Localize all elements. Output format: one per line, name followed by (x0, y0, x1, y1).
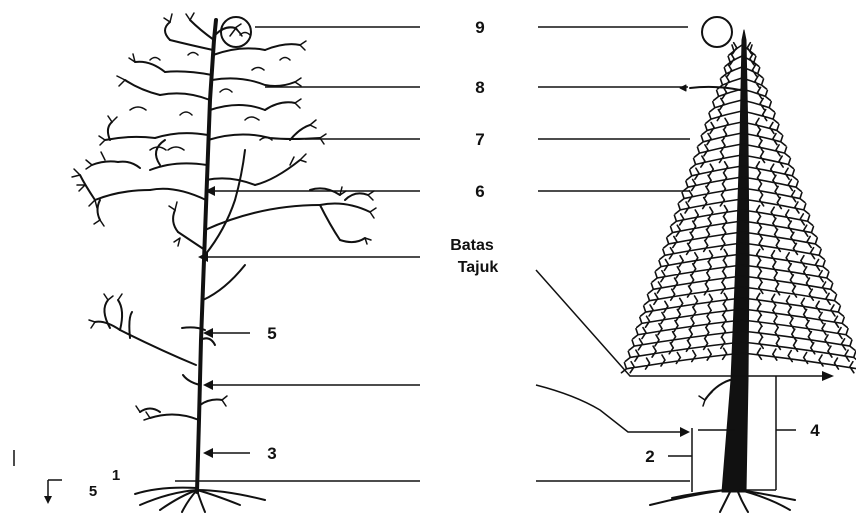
right-tree (621, 17, 856, 512)
left-tree-lower-branches (95, 265, 245, 420)
label-3: 3 (267, 444, 276, 463)
right-tree-roots (650, 490, 795, 512)
label-5: 5 (267, 324, 276, 343)
label-4: 4 (810, 421, 820, 440)
label-5-corner: 5 (89, 483, 97, 500)
left-tree-upper-branches (105, 20, 320, 140)
left-tree-twigs (72, 13, 376, 420)
label-tajuk: Tajuk (458, 259, 499, 276)
label-9: 9 (475, 18, 484, 37)
label-2: 2 (645, 447, 654, 466)
right-tree-trunk (722, 30, 749, 492)
label-7: 7 (475, 130, 484, 149)
right-tree-apex-circle (702, 17, 732, 47)
label-6: 6 (475, 182, 484, 201)
left-tree-roots (135, 488, 265, 512)
left-tree-mid-branches (80, 140, 370, 255)
label-1: 1 (112, 467, 120, 484)
leader-lines (14, 27, 825, 500)
label-8: 8 (475, 78, 484, 97)
label-batas: Batas (450, 237, 494, 254)
left-tree (72, 13, 376, 512)
